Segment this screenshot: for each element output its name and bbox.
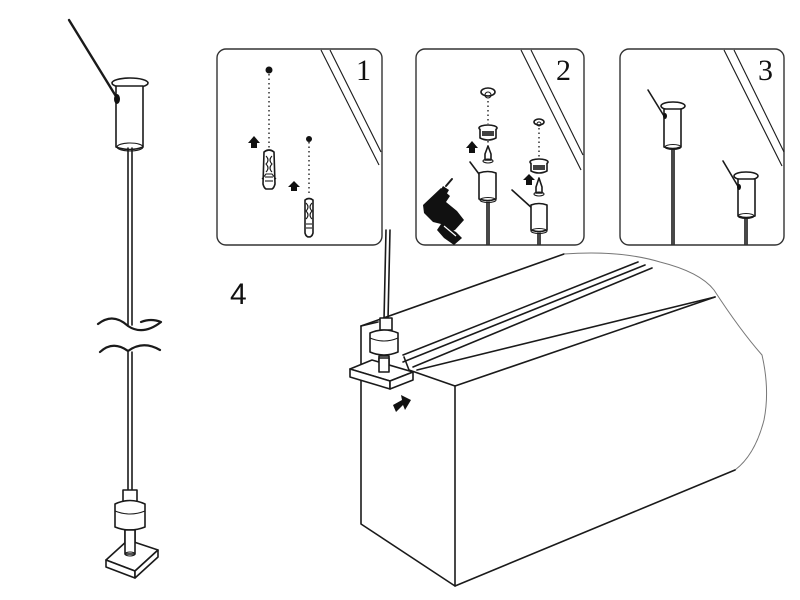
cable-gripper-icon xyxy=(349,229,414,390)
wall-plug-icon xyxy=(304,197,314,238)
step-number: 1 xyxy=(356,54,371,87)
cable-break-icon xyxy=(96,317,163,354)
suspension-kit-overview xyxy=(67,18,163,579)
arrow-up-icon xyxy=(523,174,535,185)
arrow-up-icon xyxy=(288,181,300,191)
drill-icon xyxy=(423,178,464,245)
step-number: 2 xyxy=(556,54,571,87)
arrow-right-icon xyxy=(393,395,411,412)
cable-lower xyxy=(127,351,133,491)
step-1-panel: 1 xyxy=(216,48,383,246)
step-number: 4 xyxy=(230,278,247,311)
step-4-box-illustration xyxy=(349,229,768,587)
ceiling-fixture-assembly xyxy=(466,87,498,245)
step-number: 3 xyxy=(758,54,773,87)
wall-plug-icon xyxy=(261,149,277,190)
arrow-up-icon xyxy=(466,141,478,153)
ceiling-fixture-mounted xyxy=(722,160,759,245)
ceiling-fixture-mounted xyxy=(647,89,686,245)
arrow-up-icon xyxy=(248,136,260,148)
ceiling-fixture-assembly xyxy=(511,118,549,245)
cable-upper xyxy=(127,147,133,326)
ceiling-cap-icon xyxy=(67,18,149,152)
drill-hole-icon xyxy=(265,66,273,74)
cable-gripper-icon xyxy=(105,489,159,579)
step-2-panel: 2 xyxy=(415,48,585,246)
step-3-panel: 3 xyxy=(619,48,785,246)
